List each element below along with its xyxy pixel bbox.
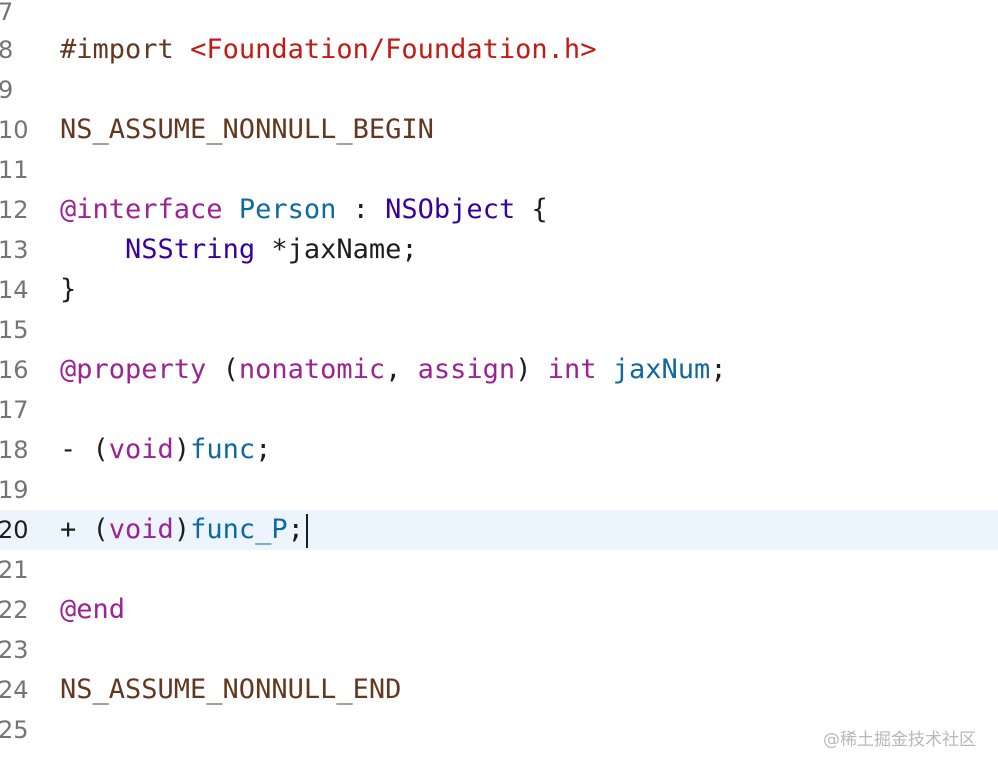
macro-end: NS_ASSUME_NONNULL_END	[60, 674, 402, 705]
code-line[interactable]: 21	[0, 550, 998, 590]
code-line[interactable]: 23	[0, 630, 998, 670]
paren-open: (	[206, 354, 239, 385]
code-line[interactable]: 17	[0, 390, 998, 430]
line-number: 13	[0, 236, 29, 264]
colon: :	[336, 194, 386, 225]
code-line[interactable]: 19	[0, 470, 998, 510]
watermark: @稀土掘金技术社区	[823, 730, 976, 750]
code-line[interactable]: 22 @end	[0, 590, 998, 630]
attr-assign: assign	[417, 354, 516, 385]
line-number: 16	[0, 356, 29, 384]
line-number: 23	[0, 636, 29, 664]
paren-close: )	[515, 354, 548, 385]
line-number: 10	[0, 116, 29, 144]
line-content[interactable]: @interface Person : NSObject {	[60, 190, 548, 230]
line-content[interactable]: #import <Foundation/Foundation.h>	[60, 30, 596, 70]
line-content[interactable]: + (void)func_P;	[60, 510, 308, 550]
whitespace	[174, 34, 190, 65]
line-number: 14	[0, 276, 29, 304]
return-type: void	[108, 514, 174, 545]
line-number: 18	[0, 436, 29, 464]
indent	[60, 234, 125, 265]
semicolon: ;	[255, 434, 272, 465]
method-name: func_P	[190, 514, 288, 545]
comma: ,	[385, 354, 418, 385]
open-brace: {	[515, 194, 548, 225]
line-content[interactable]: NSString *jaxName;	[60, 230, 418, 270]
semicolon: ;	[287, 514, 304, 545]
property-name: jaxNum	[612, 354, 711, 385]
whitespace	[597, 354, 613, 385]
method-prefix: + (	[60, 514, 109, 545]
line-number: 7	[0, 0, 14, 26]
code-line[interactable]: 12 @interface Person : NSObject {	[0, 190, 998, 230]
line-content[interactable]: - (void)func;	[60, 430, 271, 470]
class-name: Person	[238, 194, 337, 225]
line-number: 20	[0, 516, 29, 544]
import-path: <Foundation/Foundation.h>	[190, 34, 597, 65]
code-line[interactable]: 13 NSString *jaxName;	[0, 230, 998, 270]
line-number: 24	[0, 676, 29, 704]
text-caret	[305, 513, 308, 548]
line-content[interactable]: NS_ASSUME_NONNULL_END	[60, 670, 401, 710]
line-number: 19	[0, 476, 29, 504]
line-number: 25	[0, 716, 29, 744]
line-number: 11	[0, 156, 29, 184]
current-line[interactable]: 20 + (void)func_P;	[0, 510, 998, 550]
end-keyword: @end	[60, 594, 126, 625]
code-line[interactable]: 24 NS_ASSUME_NONNULL_END	[0, 670, 998, 710]
line-content[interactable]: NS_ASSUME_NONNULL_BEGIN	[60, 110, 434, 150]
line-number: 8	[0, 36, 14, 64]
attr-nonatomic: nonatomic	[238, 354, 386, 385]
code-line[interactable]: 10 NS_ASSUME_NONNULL_BEGIN	[0, 110, 998, 150]
semicolon: ;	[710, 354, 727, 385]
code-line[interactable]: 8 #import <Foundation/Foundation.h>	[0, 30, 998, 70]
code-line[interactable]: 18 - (void)func;	[0, 430, 998, 470]
line-number: 21	[0, 556, 29, 584]
line-number: 22	[0, 596, 29, 624]
line-number: 15	[0, 316, 29, 344]
line-number: 17	[0, 396, 29, 424]
line-content[interactable]: }	[60, 270, 76, 310]
code-line[interactable]: 16 @property (nonatomic, assign) int jax…	[0, 350, 998, 390]
method-name: func	[190, 434, 256, 465]
line-content[interactable]: @property (nonatomic, assign) int jaxNum…	[60, 350, 727, 390]
paren-close: )	[173, 514, 191, 545]
type-int: int	[547, 354, 597, 385]
code-line[interactable]: 14 }	[0, 270, 998, 310]
interface-keyword: @interface	[60, 194, 223, 225]
property-keyword: @property	[60, 354, 207, 385]
line-number: 9	[0, 76, 14, 104]
macro-begin: NS_ASSUME_NONNULL_BEGIN	[60, 114, 434, 145]
paren-close: )	[173, 434, 191, 465]
ivar-type: NSString	[125, 234, 256, 265]
return-type: void	[108, 434, 174, 465]
method-prefix: - (	[60, 434, 109, 465]
whitespace	[223, 194, 239, 225]
line-number: 12	[0, 196, 29, 224]
import-directive: #import	[60, 34, 174, 65]
code-line[interactable]: 15	[0, 310, 998, 350]
close-brace: }	[60, 274, 77, 305]
ivar-name: *jaxName;	[255, 234, 418, 265]
code-line[interactable]: 9	[0, 70, 998, 110]
code-line[interactable]: 11	[0, 150, 998, 190]
superclass-name: NSObject	[385, 194, 516, 225]
line-content[interactable]: @end	[60, 590, 125, 630]
code-line[interactable]: 7	[0, 0, 998, 32]
code-line[interactable]: 25	[0, 710, 998, 750]
